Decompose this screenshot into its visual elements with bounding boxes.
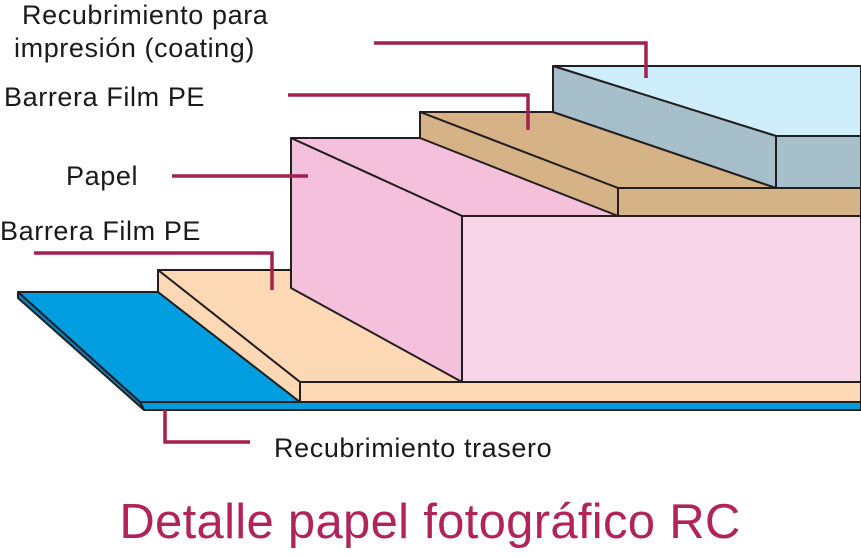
- leader-back-coating: [163, 410, 250, 444]
- pe-bottom-front: [299, 381, 861, 403]
- labels: Recubrimiento para impresión (coating) B…: [0, 0, 552, 463]
- label-paper: Papel: [66, 161, 138, 191]
- layer-pe-top: [419, 111, 861, 217]
- leader-pe-bottom: [34, 251, 274, 290]
- label-pe-top: Barrera Film PE: [4, 82, 205, 112]
- diagram-title: Detalle papel fotográfico RC: [119, 495, 740, 549]
- paper-front: [461, 215, 861, 383]
- label-coating-line1: Recubrimiento para: [22, 0, 269, 30]
- leader-lines: [34, 41, 648, 444]
- back-coating-front: [139, 401, 861, 411]
- leader-coating: [374, 41, 648, 78]
- leader-pe-top: [288, 93, 530, 130]
- layer-back-coating: [17, 291, 861, 411]
- layer-pe-bottom: [157, 269, 861, 403]
- label-back-coating: Recubrimiento trasero: [274, 433, 552, 463]
- layer-paper: [290, 137, 861, 383]
- label-coating-line2: impresión (coating): [14, 33, 255, 63]
- label-pe-bottom: Barrera Film PE: [0, 216, 201, 246]
- back-coating-left-edge: [17, 291, 145, 411]
- layer-coating: [552, 65, 861, 189]
- coating-front: [775, 135, 861, 189]
- pe-top-front: [617, 187, 861, 217]
